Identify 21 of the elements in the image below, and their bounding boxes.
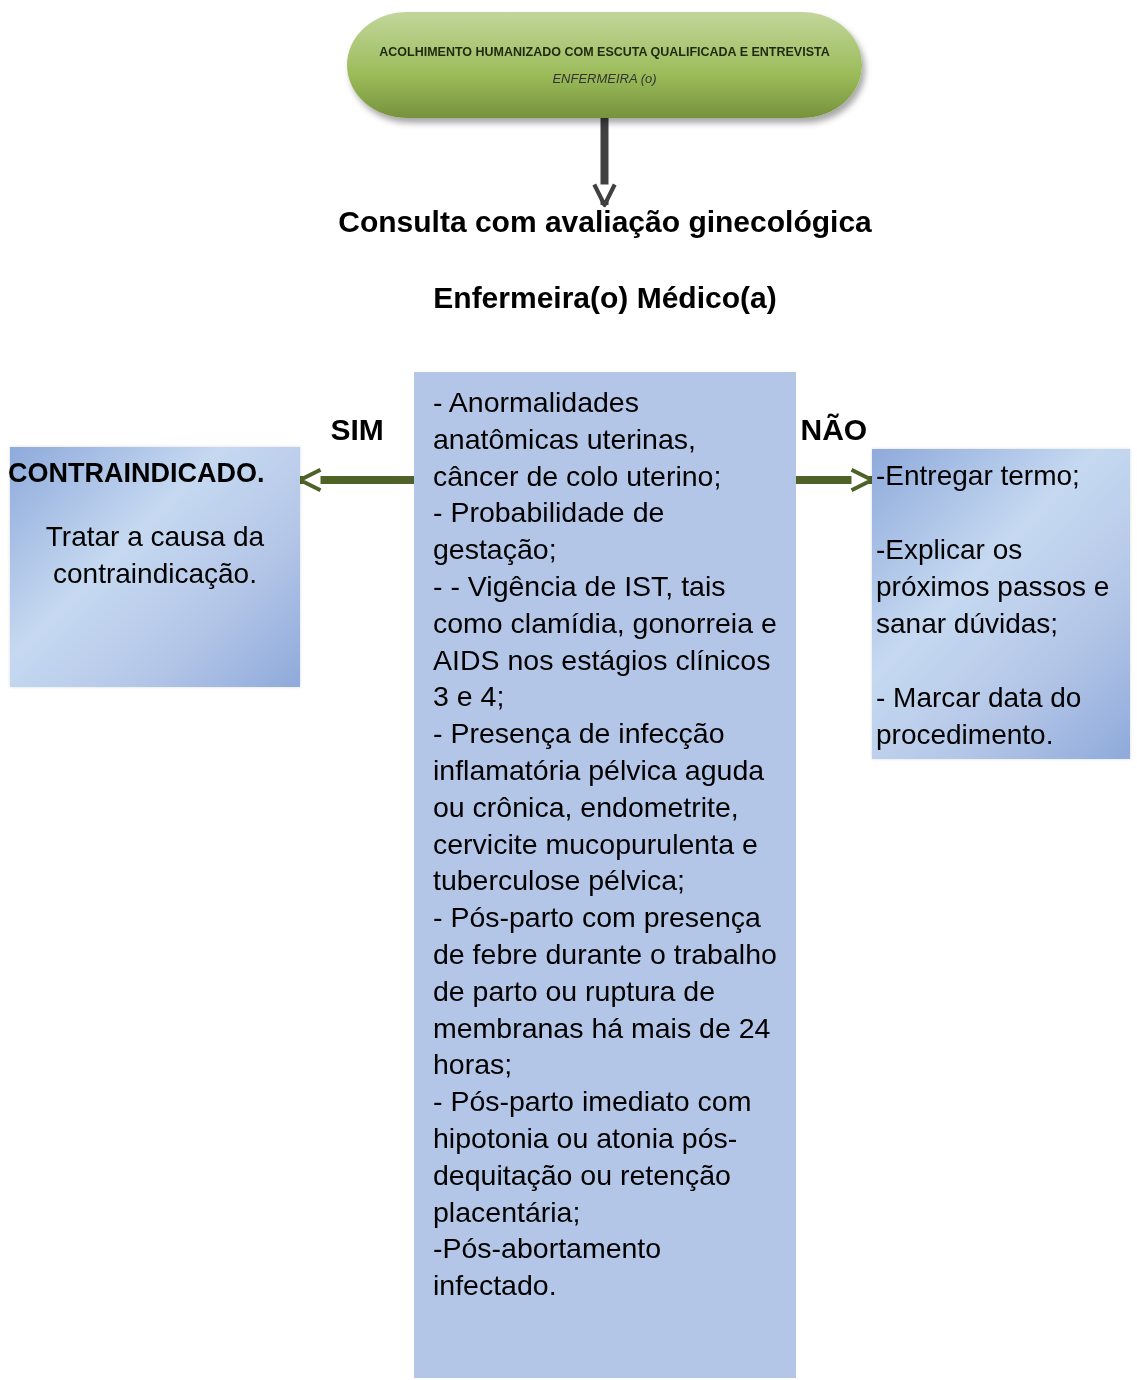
arrow xyxy=(592,118,617,208)
body-text: Tratar a causa da contraindicação. xyxy=(44,520,266,591)
list-item: - Presença de infecção inflamatória pélvica aguda ou crônica, endometrite, cervicite mucopurulenta e tuberculose pélvica; xyxy=(433,716,766,899)
list-item: - Probabilidade de gestação; xyxy=(433,495,666,568)
list-item: - Pós-parto com presença de febre durante o trabalho de parto ou ruptura de membranas há mais de 24 horas; xyxy=(433,900,778,1083)
list-item: - - Vigência de IST, tais como clamídia, gonorreia e AIDS nos estágios clínicos 3 e 4; xyxy=(433,569,778,715)
body-text: -Explicar os próximos passos e sanar dúvidas; xyxy=(876,533,1111,641)
heading-text: ACOLHIMENTO HUMANIZADO COM ESCUTA QUALIFICADA E ENTREVISTA xyxy=(379,44,830,59)
list-item: - Pós-parto imediato com hipotonia ou atonia pós- dequitação ou retenção placentária; xyxy=(433,1084,753,1230)
body-text: Enfermeira(o) Médico(a) xyxy=(432,281,778,315)
list-item: -Pós-abortamento infectado. xyxy=(433,1231,663,1304)
body-text: ENFERMEIRA (o) xyxy=(552,70,657,86)
outcome-box xyxy=(872,449,1130,759)
list-item: - Anormalidades anatômicas uterinas, câncer de colo uterino; xyxy=(433,385,723,494)
heading-text: CONTRAINDICADO. xyxy=(8,457,266,490)
rounded-process-box xyxy=(347,12,862,118)
criteria-box xyxy=(414,372,796,1378)
heading-text: -Entregar termo; xyxy=(876,459,1081,493)
body-text: - Marcar data do procedimento. xyxy=(876,681,1083,752)
outcome-box xyxy=(10,447,300,687)
heading-text: Consulta com avaliação ginecológica xyxy=(337,205,873,239)
